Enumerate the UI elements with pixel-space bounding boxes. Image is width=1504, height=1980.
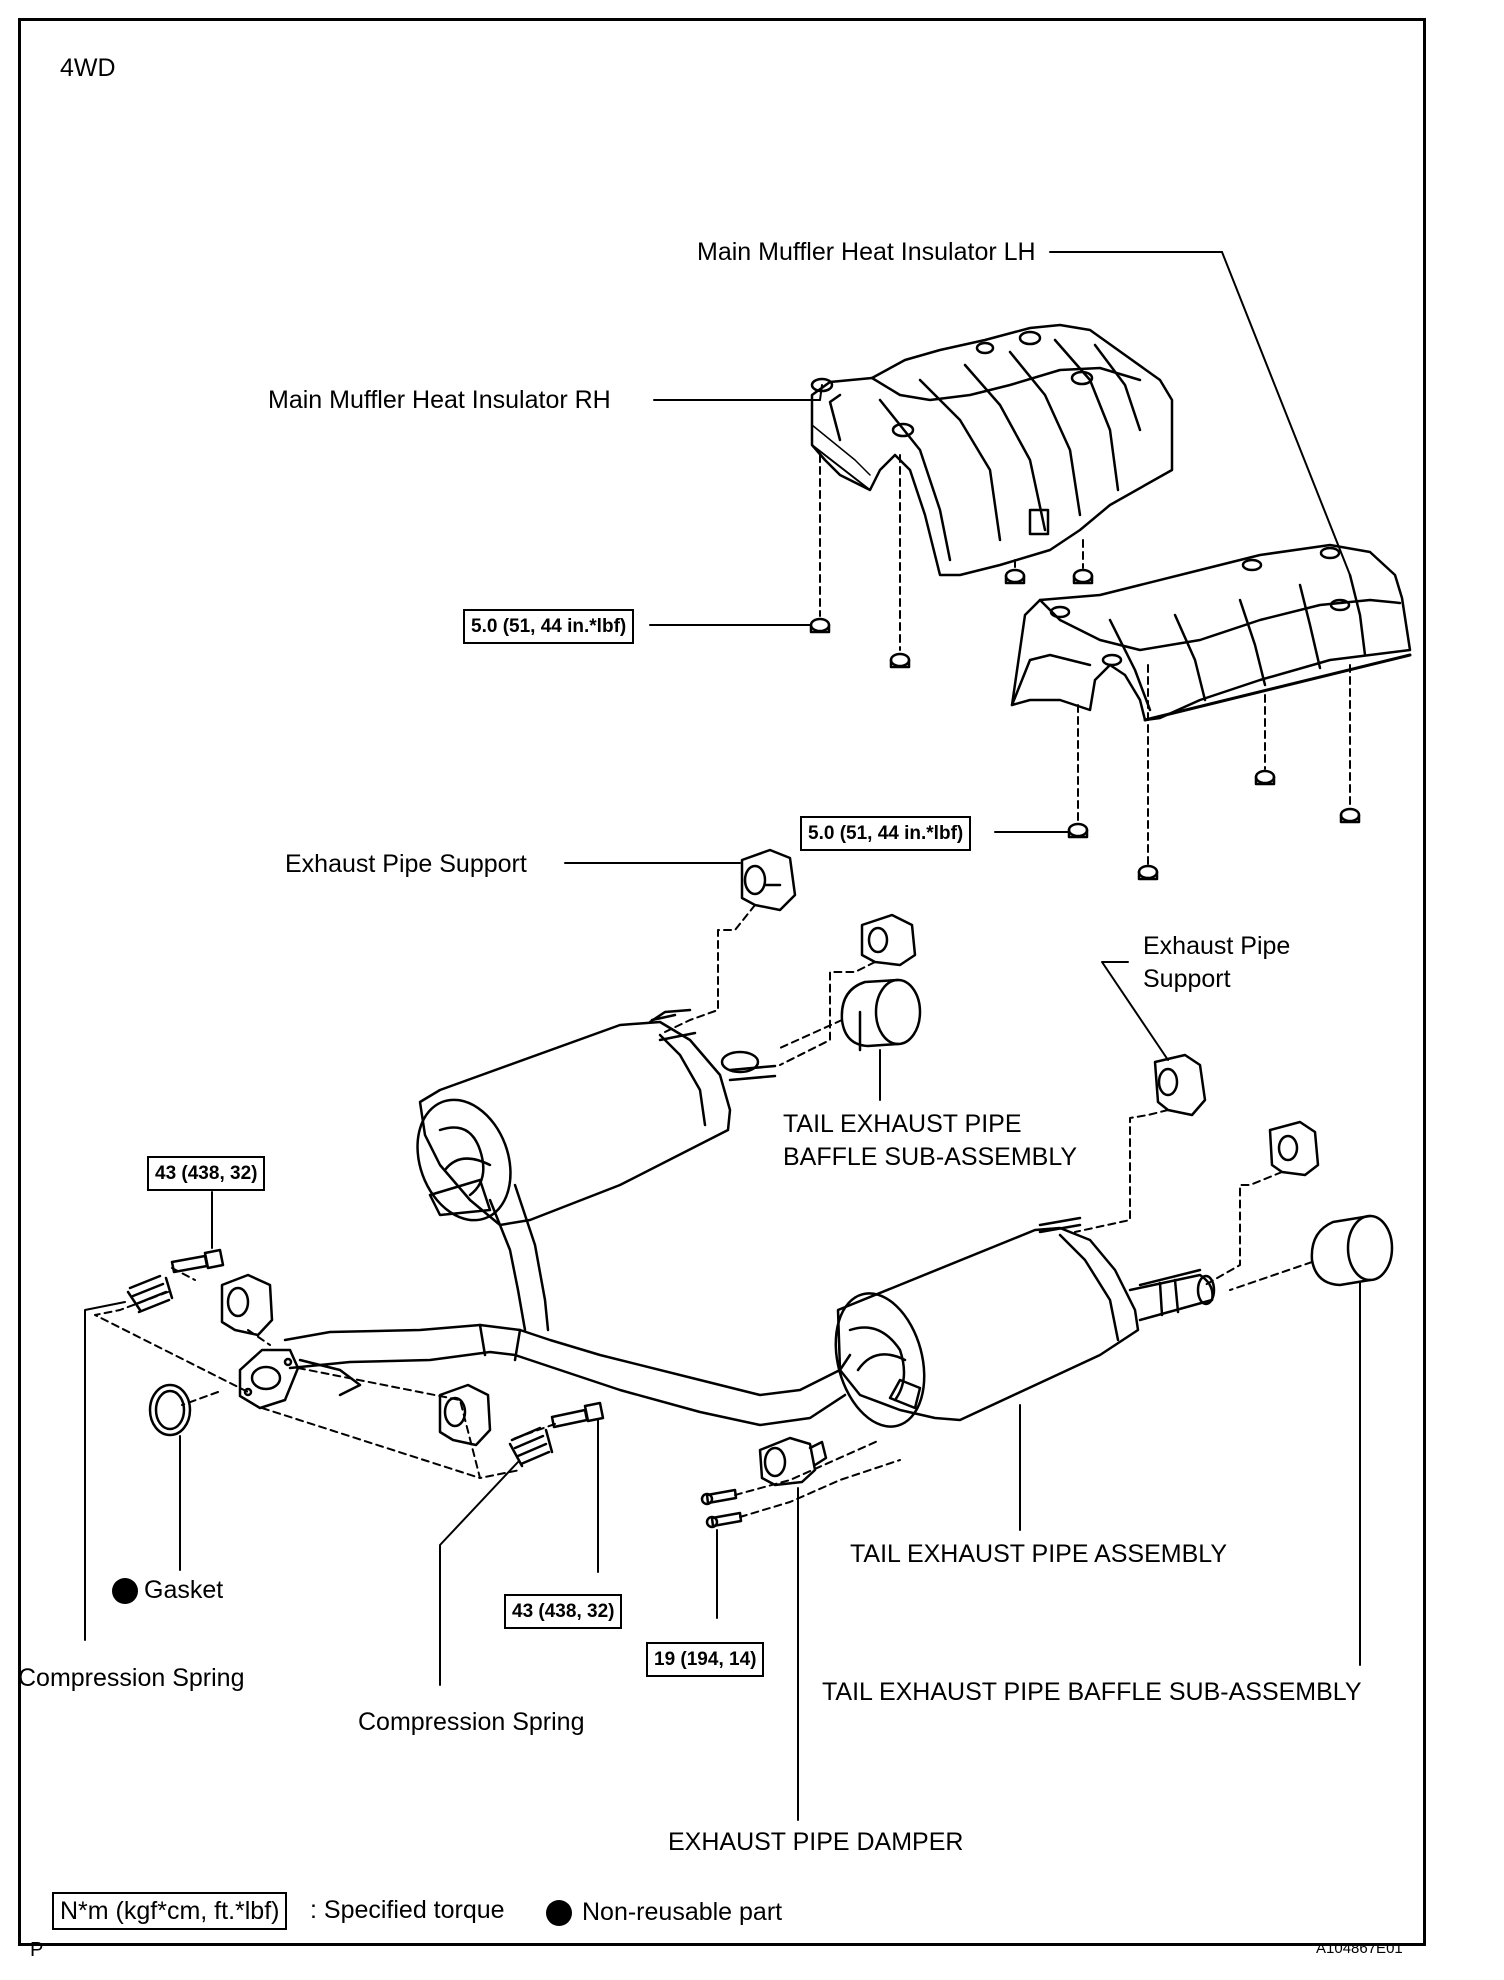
nuts-lh [1067, 769, 1361, 881]
tail-muffler [834, 1216, 1216, 1428]
figure-id: A104867E01 [1316, 1940, 1403, 1957]
spring-left [126, 1274, 174, 1314]
torque-insulator-rh: 5.0 (51, 44 in.*lbf) [463, 609, 635, 644]
label-tail-baffle-lower: TAIL EXHAUST PIPE BAFFLE SUB-ASSEMBLY [822, 1678, 1362, 1706]
tail-baffle-lower [1310, 1214, 1394, 1287]
exhaust-pipe-damper [758, 1436, 828, 1487]
center-muffler [416, 1008, 777, 1332]
label-exhaust-pipe-support-left: Exhaust Pipe Support [285, 850, 527, 878]
torque-bolt-left: 43 (438, 32) [147, 1156, 266, 1191]
label-exhaust-pipe-support-right-1: Exhaust Pipe [1143, 932, 1291, 960]
damper-bolts [700, 1488, 743, 1529]
label-heat-insulator-rh: Main Muffler Heat Insulator RH [268, 386, 611, 414]
label-tail-exhaust-pipe-assembly: TAIL EXHAUST PIPE ASSEMBLY [850, 1540, 1227, 1568]
bolt-left [170, 1248, 225, 1274]
legend-torque-unit: N*m (kgf*cm, ft.*lbf) [52, 1892, 288, 1930]
nonreusable-dot-gasket [112, 1578, 138, 1604]
spring-center [508, 1426, 554, 1468]
torque-bolt-center: 43 (438, 32) [504, 1594, 623, 1629]
heat-insulator-lh [1010, 543, 1412, 722]
label-tail-baffle-upper-2: BAFFLE SUB-ASSEMBLY [783, 1143, 1078, 1171]
label-exhaust-pipe-support-right-2: Support [1143, 965, 1231, 993]
heat-insulator-rh [810, 323, 1174, 577]
nuts-rh [809, 568, 1094, 669]
rubber-hangers [220, 848, 1320, 1447]
torque-insulator-lh: 5.0 (51, 44 in.*lbf) [800, 816, 972, 851]
label-gasket: Gasket [144, 1576, 224, 1604]
tail-baffle-upper [840, 978, 922, 1052]
gasket [148, 1383, 192, 1437]
legend-nonreusable-dot [546, 1900, 572, 1926]
label-compression-spring-center: Compression Spring [358, 1708, 585, 1736]
legend-nonreusable-text: Non-reusable part [582, 1898, 783, 1926]
label-exhaust-pipe-damper: EXHAUST PIPE DAMPER [668, 1828, 964, 1856]
torque-damper-bolt: 19 (194, 14) [646, 1642, 765, 1677]
label-tail-baffle-upper-1: TAIL EXHAUST PIPE [783, 1110, 1022, 1138]
legend-torque-text: : Specified torque [310, 1896, 505, 1924]
label-compression-spring-left: Compression Spring [18, 1664, 245, 1692]
variant-label: 4WD [60, 54, 116, 82]
label-heat-insulator-lh: Main Muffler Heat Insulator LH [697, 238, 1036, 266]
y-pipe [238, 1323, 852, 1427]
footer-left-mark: P [30, 1939, 44, 1961]
bolt-center [550, 1401, 605, 1429]
diagram-frame [18, 18, 1426, 1946]
